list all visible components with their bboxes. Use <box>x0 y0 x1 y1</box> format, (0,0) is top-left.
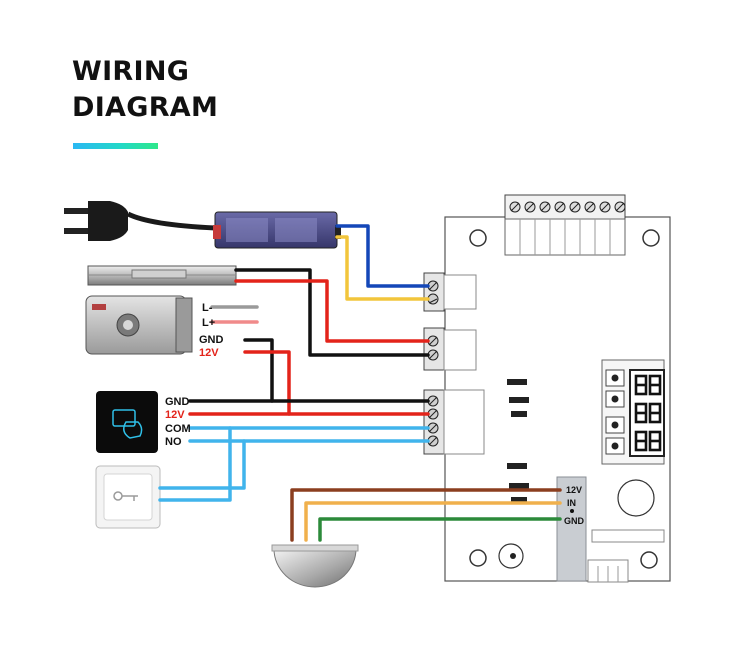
power-plug-icon <box>64 201 216 241</box>
bottom-header <box>591 529 665 543</box>
wire-psu-yellow <box>335 235 430 301</box>
title-accent-bar <box>73 143 158 149</box>
wire-exit-com <box>158 426 232 502</box>
label-sensor-in: IN <box>567 498 576 508</box>
magnetic-lock-icon <box>87 265 237 286</box>
card-reader-icon <box>96 391 158 453</box>
mount-hole-top-left <box>469 229 487 247</box>
label-reader-12v: 12V <box>165 409 185 421</box>
title-line-2: DIAGRAM <box>72 92 219 123</box>
label-lock-l-minus: L- <box>202 302 213 314</box>
lock-output-terminal <box>423 327 477 371</box>
label-reader-no: NO <box>165 436 182 448</box>
jumper-block-1 <box>507 379 529 417</box>
wire-maglock-red <box>234 279 430 343</box>
jumper-block-2 <box>507 463 529 503</box>
mount-hole-bottom-right <box>640 551 658 569</box>
exit-button-icon <box>95 465 161 529</box>
mount-hole-top-right <box>642 229 660 247</box>
title-line-1: WIRING <box>72 56 190 87</box>
wire-sensor-in <box>304 501 562 542</box>
reader-labels: GND 12V COM NO <box>165 396 191 448</box>
lock-labels: L- L+ GND 12V <box>199 302 224 359</box>
label-lock-l-plus: L+ <box>202 317 215 329</box>
wire-sensor-gnd <box>318 517 562 542</box>
label-lock-12v: 12V <box>199 347 219 359</box>
wire-sensor-12v <box>290 488 562 542</box>
wires <box>158 224 562 542</box>
label-lock-gnd: GND <box>199 334 224 346</box>
mount-hole-bottom-left <box>469 549 487 567</box>
wire-lock-gnd <box>243 338 274 403</box>
label-sensor-gnd: GND <box>564 516 585 526</box>
electric-lock-icon <box>85 295 193 355</box>
wire-exit-no <box>158 439 246 490</box>
battery-holder <box>617 479 655 517</box>
motion-sensor-icon <box>271 544 359 588</box>
reader-terminal <box>423 389 485 455</box>
setting-buttons <box>605 369 625 455</box>
wire-psu-blue <box>335 224 430 288</box>
top-terminal-strip <box>504 194 626 256</box>
page-title: WIRING DIAGRAM <box>72 54 218 126</box>
label-sensor-12v: 12V <box>566 485 582 495</box>
sensor-labels: 12V IN GND <box>564 485 585 526</box>
power-input-terminal <box>423 272 477 312</box>
top-screw-terminals <box>509 201 626 213</box>
power-supply-icon <box>213 211 341 249</box>
label-reader-gnd: GND <box>165 396 190 408</box>
wire-maglock-black <box>234 268 430 357</box>
label-reader-com: COM <box>165 423 191 435</box>
wire-lock-12v <box>243 350 291 416</box>
sensor-connector <box>556 476 587 582</box>
